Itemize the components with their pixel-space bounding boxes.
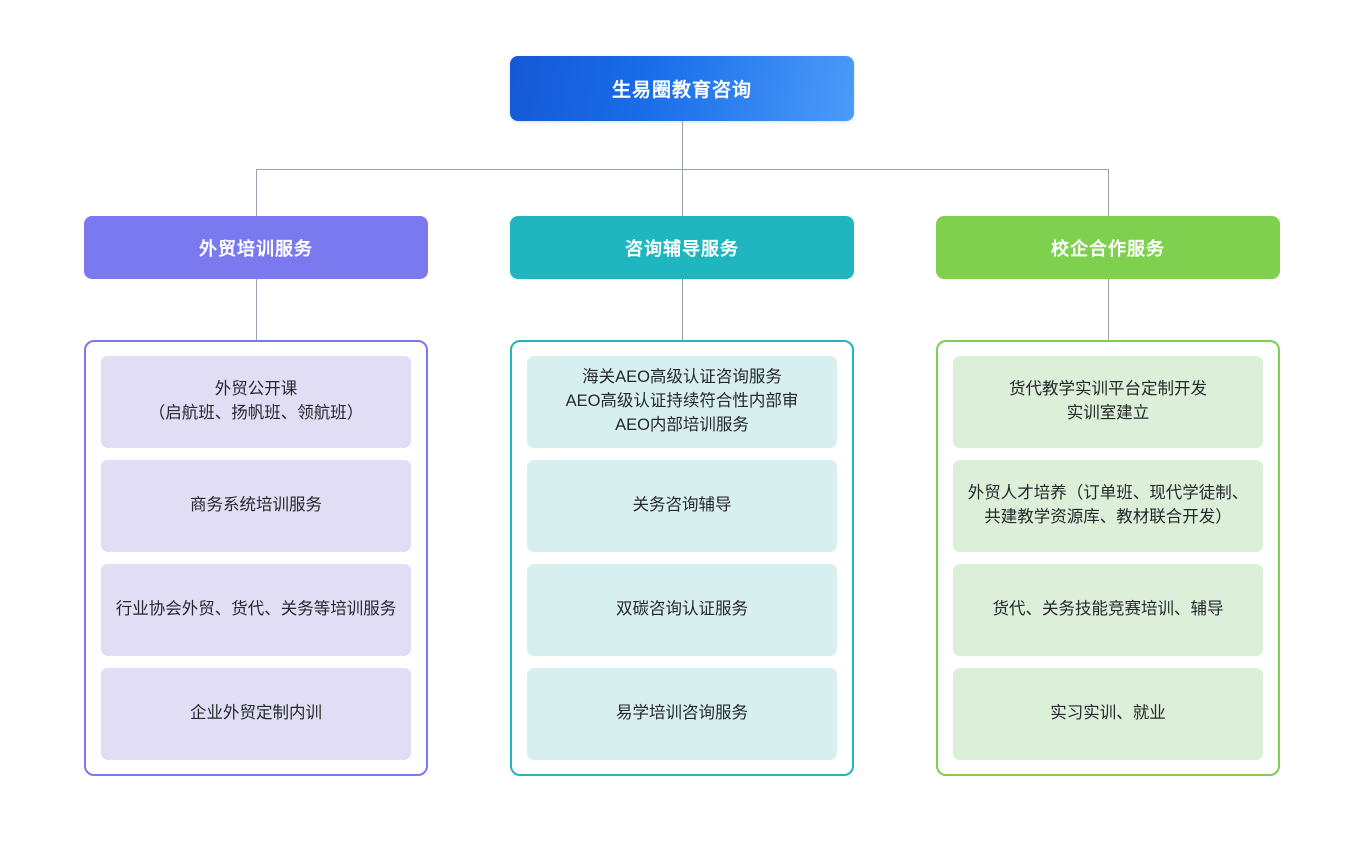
branch-header-label: 咨询辅导服务: [625, 238, 739, 259]
leaf-card-label: 企业外贸定制内训: [190, 704, 322, 723]
connector-branch-1-to-group: [256, 279, 257, 340]
branch-header-外贸培训服务[interactable]: 外贸培训服务: [84, 216, 428, 279]
leaf-card[interactable]: 外贸人才培养（订单班、现代学徒制、共建教学资源库、教材联合开发）: [953, 460, 1263, 552]
leaf-card[interactable]: 货代、关务技能竞赛培训、辅导: [953, 564, 1263, 656]
connector-branch-2-drop: [682, 169, 683, 216]
branch-header-校企合作服务[interactable]: 校企合作服务: [936, 216, 1280, 279]
leaf-card-label: 外贸公开课 （启航班、扬帆班、领航班）: [148, 380, 364, 422]
leaf-card-label: 双碳咨询认证服务: [616, 600, 748, 619]
branch-header-咨询辅导服务[interactable]: 咨询辅导服务: [510, 216, 854, 279]
leaf-card-label: 外贸人才培养（订单班、现代学徒制、共建教学资源库、教材联合开发）: [967, 484, 1249, 526]
branch-header-label: 校企合作服务: [1051, 238, 1165, 259]
leaf-card[interactable]: 货代教学实训平台定制开发 实训室建立: [953, 356, 1263, 448]
leaf-card[interactable]: 关务咨询辅导: [527, 460, 837, 552]
leaf-card[interactable]: 商务系统培训服务: [101, 460, 411, 552]
branch-header-container-3: 校企合作服务: [936, 216, 1280, 279]
leaf-card-label: 行业协会外贸、货代、关务等培训服务: [115, 600, 397, 619]
leaf-card[interactable]: 行业协会外贸、货代、关务等培训服务: [101, 564, 411, 656]
leaf-card-label: 实习实训、就业: [1050, 704, 1166, 723]
leaf-card[interactable]: 实习实训、就业: [953, 668, 1263, 760]
connector-branch-3-to-group: [1108, 279, 1109, 340]
leaf-card-label: 关务咨询辅导: [632, 496, 732, 515]
leaf-card[interactable]: 外贸公开课 （启航班、扬帆班、领航班）: [101, 356, 411, 448]
connector-branch-3-drop: [1108, 169, 1109, 216]
leaf-card-label: 货代教学实训平台定制开发 实训室建立: [1009, 380, 1207, 422]
leaf-card[interactable]: 海关AEO高级认证咨询服务 AEO高级认证持续符合性内部审 AEO内部培训服务: [527, 356, 837, 448]
branch-group-1: 外贸公开课 （启航班、扬帆班、领航班） 商务系统培训服务 行业协会外贸、货代、关…: [84, 340, 428, 776]
leaf-card[interactable]: 企业外贸定制内训: [101, 668, 411, 760]
leaf-card-label: 海关AEO高级认证咨询服务 AEO高级认证持续符合性内部审 AEO内部培训服务: [565, 368, 799, 434]
branch-header-label: 外贸培训服务: [199, 238, 313, 259]
branch-group-3: 货代教学实训平台定制开发 实训室建立 外贸人才培养（订单班、现代学徒制、共建教学…: [936, 340, 1280, 776]
connector-branch-2-to-group: [682, 279, 683, 340]
connector-branch-1-drop: [256, 169, 257, 216]
branch-header-container-1: 外贸培训服务: [84, 216, 428, 279]
root-node-label: 生易圈教育咨询: [611, 80, 752, 101]
branch-group-2: 海关AEO高级认证咨询服务 AEO高级认证持续符合性内部审 AEO内部培训服务 …: [510, 340, 854, 776]
leaf-card-label: 商务系统培训服务: [190, 496, 322, 515]
leaf-card[interactable]: 易学培训咨询服务: [527, 668, 837, 760]
leaf-card-label: 易学培训咨询服务: [616, 704, 748, 723]
leaf-card[interactable]: 双碳咨询认证服务: [527, 564, 837, 656]
root-node[interactable]: 生易圈教育咨询: [510, 56, 854, 121]
branch-header-container-2: 咨询辅导服务: [510, 216, 854, 279]
leaf-card-label: 货代、关务技能竞赛培训、辅导: [992, 600, 1224, 619]
connector-root-vertical: [682, 121, 683, 169]
